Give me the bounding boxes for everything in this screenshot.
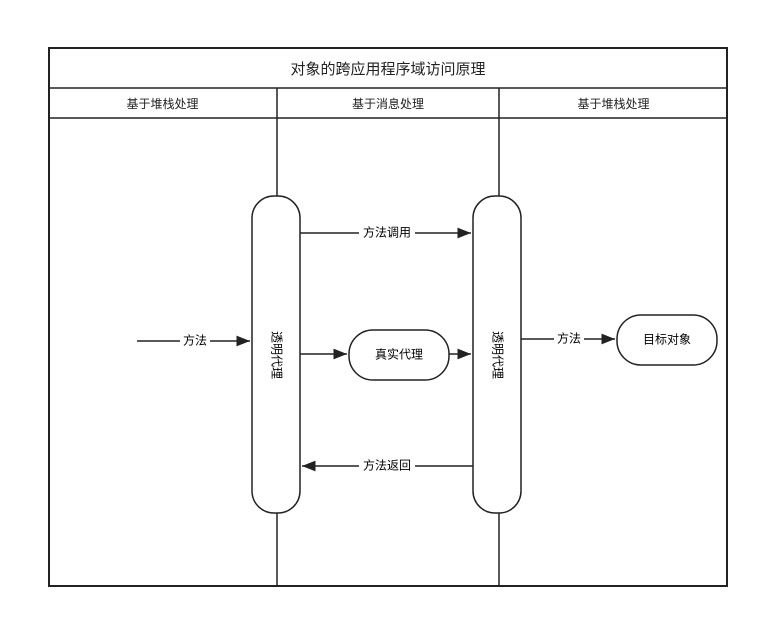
proxy-left-label: 透明代理	[270, 331, 284, 379]
lane-header-stack-right: 基于堆栈处理	[577, 97, 650, 111]
real-proxy-label: 真实代理	[375, 347, 423, 362]
proxy-right-node	[472, 195, 522, 514]
lane-header-stack-left: 基于堆栈处理	[126, 97, 199, 111]
edge-label-bg	[359, 458, 415, 474]
edge-label-bg	[554, 331, 584, 347]
edge-label-bg	[180, 333, 210, 349]
diagram-title: 对象的跨应用程序域访问原理	[290, 59, 486, 78]
target-object-label: 目标对象	[643, 333, 691, 347]
diagram-frame	[48, 47, 728, 587]
target-object-node	[616, 314, 718, 366]
real-proxy-node	[348, 329, 450, 381]
proxy-right-label: 透明代理	[491, 331, 505, 379]
lane-header-message: 基于消息处理	[351, 97, 424, 111]
edge-label-method-in: 方法	[183, 333, 207, 348]
edge-label-bg	[359, 225, 415, 241]
edge-label-method-return: 方法返回	[363, 458, 411, 473]
edge-label-method-out: 方法	[557, 331, 581, 346]
edge-label-method-call: 方法调用	[363, 225, 411, 240]
